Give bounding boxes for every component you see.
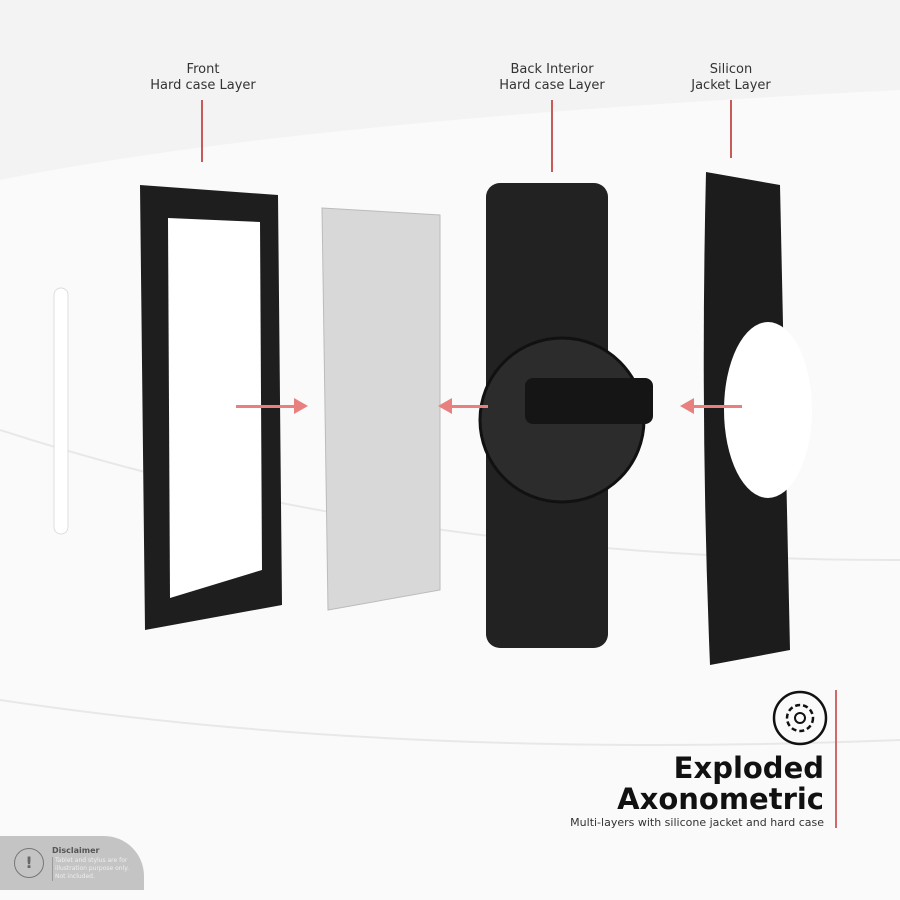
label-line: Front — [186, 62, 220, 77]
label-line: Silicon — [709, 62, 753, 77]
label-line: Hard case Layer — [499, 78, 605, 93]
label-line: Back Interior — [510, 62, 594, 77]
disclaimer-line: Tablet and stylus are for — [55, 857, 128, 864]
feature-title-line2: Axonometric — [617, 782, 824, 816]
back-interior-case — [478, 183, 653, 648]
feature-title-line1: Exploded — [673, 751, 824, 785]
silicon-jacket — [703, 172, 812, 665]
disclaimer-line: Not included. — [55, 873, 95, 880]
feature-subtitle: Multi-layers with silicone jacket and ha… — [570, 816, 824, 829]
stylus — [53, 287, 69, 535]
gear-icon — [772, 690, 828, 746]
front-hard-case — [140, 185, 282, 630]
tablet — [321, 207, 441, 611]
leader-line — [551, 100, 553, 172]
disclaimer-title: Disclaimer — [52, 846, 100, 855]
leader-line — [201, 100, 203, 162]
label-line: Hard case Layer — [150, 78, 256, 93]
exclamation-icon: ! — [14, 848, 44, 878]
arrows — [236, 398, 742, 414]
accent-line — [835, 690, 837, 828]
label-line: Jacket Layer — [691, 78, 771, 93]
leader-line — [730, 100, 732, 158]
disclaimer-line: illustration purpose only. — [55, 865, 129, 872]
